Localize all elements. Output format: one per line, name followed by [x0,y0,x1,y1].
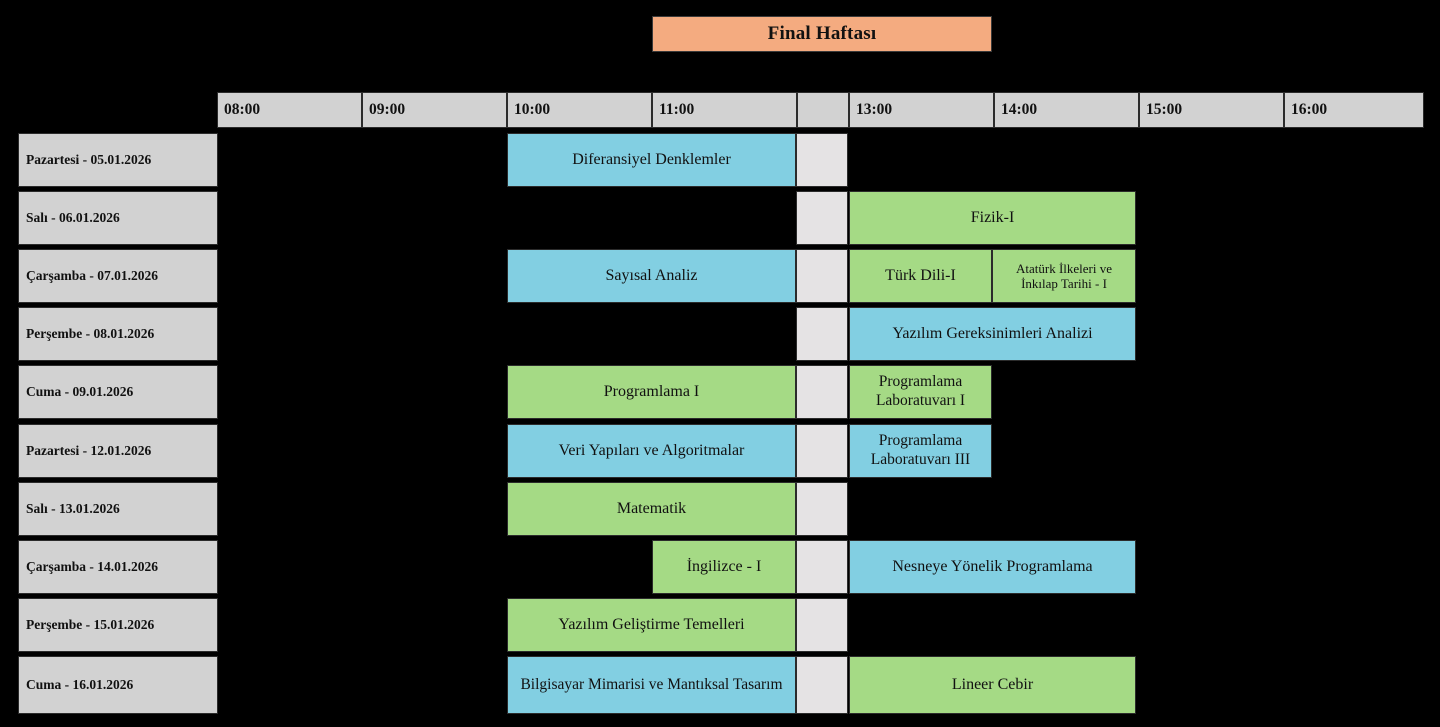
course-block[interactable]: Bilgisayar Mimarisi ve Mantıksal Tasarım [507,656,796,714]
date-cell: Perşembe - 15.01.2026 [18,598,218,652]
lunch-break-cell [796,365,848,419]
date-cell: Cuma - 09.01.2026 [18,365,218,419]
course-name: Fizik-I [970,208,1015,226]
date-cell: Çarşamba - 14.01.2026 [18,540,218,594]
course-name: Programlama Laboratuvarı I [875,373,966,409]
date-label: Çarşamba - 14.01.2026 [26,559,158,574]
course-block[interactable]: Nesneye Yönelik Programlama [849,540,1136,594]
lunch-break-cell [796,656,848,714]
date-label: Çarşamba - 07.01.2026 [26,268,158,283]
time-header-label: 11:00 [659,101,695,118]
lunch-break-cell [796,424,848,478]
course-name: Diferansiyel Denklemler [572,150,731,168]
course-name: Matematik [616,499,687,517]
course-name: Programlama Laboratuvarı III [870,432,971,468]
course-block[interactable]: Sayısal Analiz [507,249,796,303]
time-header-cell-0900: 09:00 [362,92,507,128]
course-name: Türk Dili-I [885,266,956,284]
course-block[interactable]: İngilizce - I [652,540,796,594]
time-header-label: 10:00 [514,101,551,118]
date-label: Cuma - 16.01.2026 [26,677,134,692]
lunch-break-cell [796,307,848,361]
time-header-cell-1600: 16:00 [1284,92,1424,128]
course-name: Veri Yapıları ve Algoritmalar [558,441,745,459]
course-block[interactable]: Lineer Cebir [849,656,1136,714]
lunch-break-cell [796,482,848,536]
time-header-label: 15:00 [1146,101,1183,118]
lunch-break-cell [796,598,848,652]
date-cell: Salı - 13.01.2026 [18,482,218,536]
course-block[interactable]: Yazılım Gereksinimleri Analizi [849,307,1136,361]
time-header-cell-1400: 14:00 [994,92,1139,128]
lunch-break-cell [796,133,848,187]
final-week-title: Final Haftası [767,23,877,44]
time-header-cell-1300: 13:00 [849,92,994,128]
time-header-cell-1100: 11:00 [652,92,797,128]
course-name: Yazılım Gereksinimleri Analizi [892,324,1093,342]
course-block[interactable]: Programlama Laboratuvarı III [849,424,992,478]
date-cell: Pazartesi - 05.01.2026 [18,133,218,187]
time-header-label: 08:00 [224,101,261,118]
date-label: Salı - 06.01.2026 [26,210,120,225]
course-name: Nesneye Yönelik Programlama [892,557,1093,575]
time-header-label: 14:00 [1001,101,1038,118]
course-block[interactable]: Matematik [507,482,796,536]
time-header-cell-1500: 15:00 [1139,92,1284,128]
date-cell: Pazartesi - 12.01.2026 [18,424,218,478]
course-block[interactable]: Yazılım Geliştirme Temelleri [507,598,796,652]
date-cell: Perşembe - 08.01.2026 [18,307,218,361]
course-block[interactable]: Veri Yapıları ve Algoritmalar [507,424,796,478]
time-header-cell-lunch [797,92,849,128]
lunch-break-cell [796,249,848,303]
time-header-cell-0800: 08:00 [217,92,362,128]
time-header-cell-1000: 10:00 [507,92,652,128]
course-block[interactable]: Programlama I [507,365,796,419]
course-block[interactable]: Diferansiyel Denklemler [507,133,796,187]
course-name: Atatürk İlkeleri ve İnkılap Tarihi - I [1015,260,1112,291]
final-week-banner: Final Haftası [652,16,992,52]
date-label: Pazartesi - 05.01.2026 [26,152,152,167]
course-block[interactable]: Türk Dili-I [849,249,992,303]
time-header-label: 13:00 [856,101,893,118]
course-block[interactable]: Programlama Laboratuvarı I [849,365,992,419]
date-label: Cuma - 09.01.2026 [26,384,134,399]
date-label: Pazartesi - 12.01.2026 [26,443,152,458]
date-label: Perşembe - 15.01.2026 [26,617,155,632]
course-name: Sayısal Analiz [605,266,698,284]
date-cell: Salı - 06.01.2026 [18,191,218,245]
date-label: Salı - 13.01.2026 [26,501,120,516]
date-cell: Çarşamba - 07.01.2026 [18,249,218,303]
date-label: Perşembe - 08.01.2026 [26,326,155,341]
course-name: İngilizce - I [686,557,762,575]
course-block[interactable]: Fizik-I [849,191,1136,245]
time-header-label: 09:00 [369,101,406,118]
course-name: Bilgisayar Mimarisi ve Mantıksal Tasarım [520,675,783,693]
course-block[interactable]: Atatürk İlkeleri ve İnkılap Tarihi - I [992,249,1136,303]
lunch-break-cell [796,191,848,245]
course-name: Lineer Cebir [951,675,1034,693]
lunch-break-cell [796,540,848,594]
time-header-label: 16:00 [1291,101,1328,118]
course-name: Programlama I [603,382,700,400]
course-name: Yazılım Geliştirme Temelleri [558,615,745,633]
date-cell: Cuma - 16.01.2026 [18,656,218,714]
